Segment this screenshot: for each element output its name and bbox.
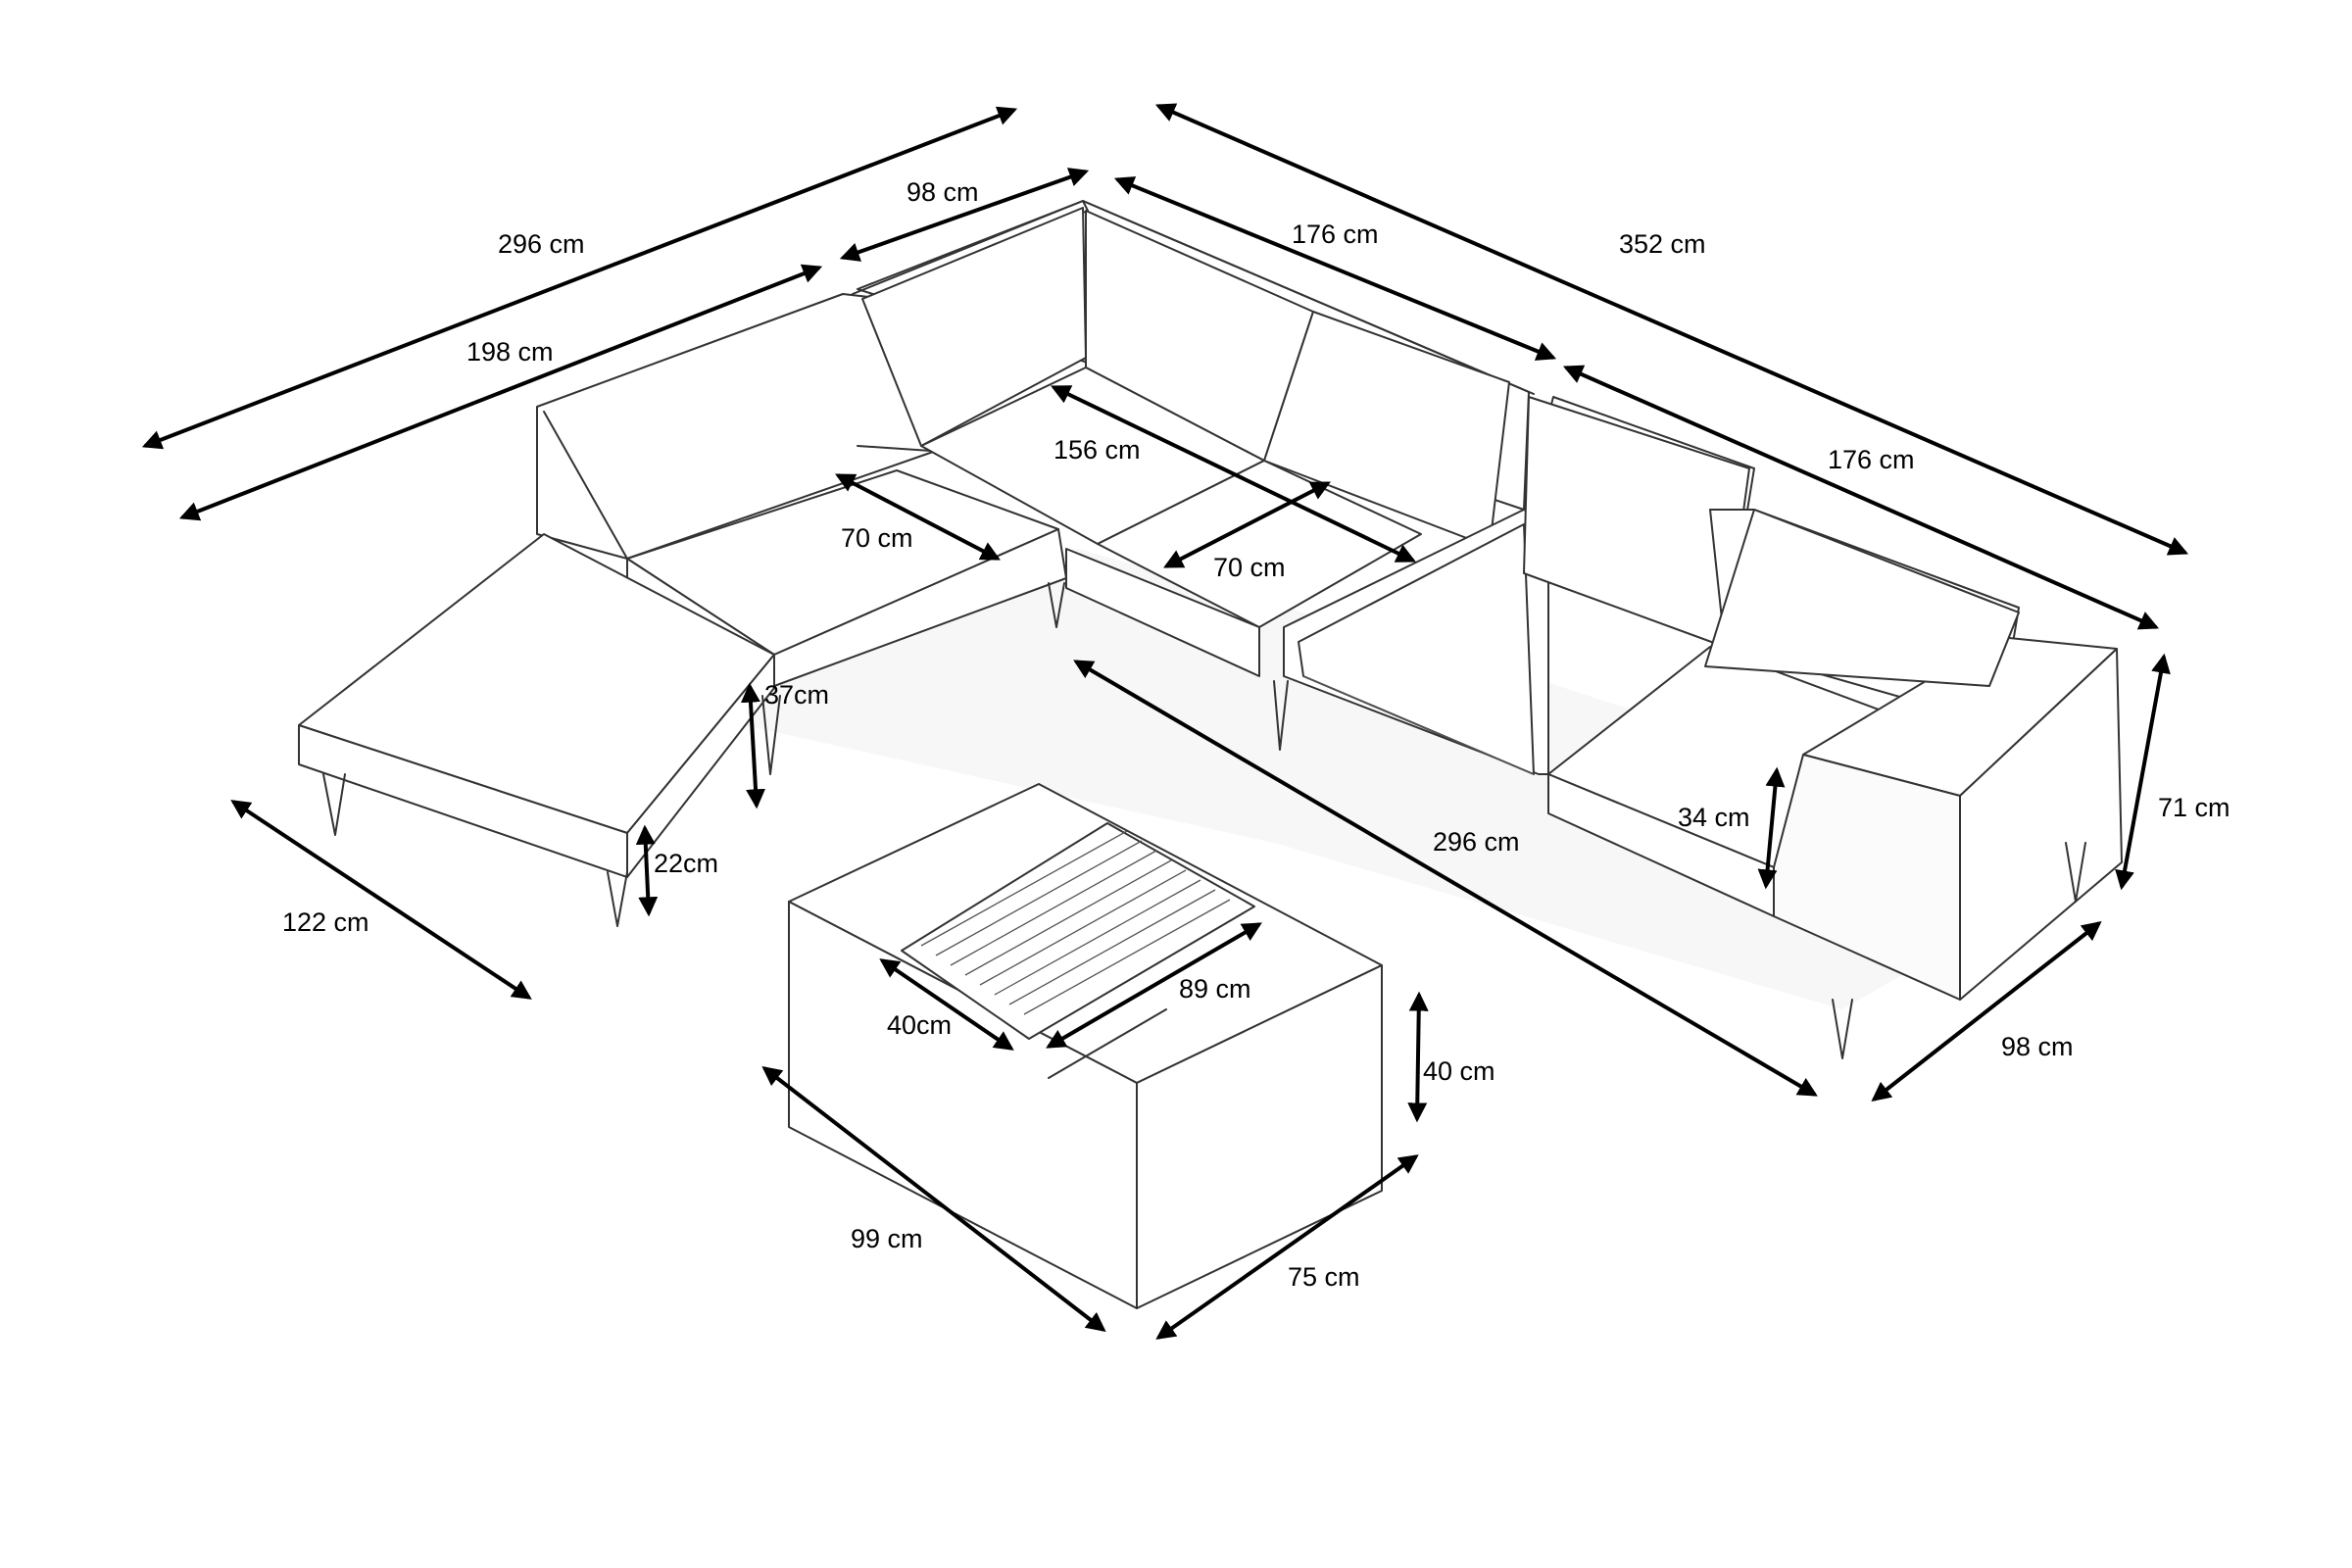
label-leg-height: 22cm xyxy=(654,849,718,878)
label-table-width: 75 cm xyxy=(1288,1262,1360,1292)
label-armrest-height: 34 cm xyxy=(1678,803,1750,832)
label-right-section-length: 176 cm xyxy=(1828,445,1915,474)
label-back-section-length: 176 cm xyxy=(1292,220,1379,249)
label-right-depth: 98 cm xyxy=(2001,1032,2074,1061)
dimension-labels: 296 cm 198 cm 98 cm 176 cm 352 cm 176 cm… xyxy=(282,177,2230,1292)
label-corner-width: 98 cm xyxy=(906,177,979,207)
label-table-height: 40 cm xyxy=(1423,1056,1495,1086)
label-total-right-length: 352 cm xyxy=(1619,229,1706,259)
label-back-height: 71 cm xyxy=(2158,793,2230,822)
label-inner-back-length: 156 cm xyxy=(1054,435,1141,465)
sofa-drawing xyxy=(298,200,2123,1309)
label-chaise-width: 122 cm xyxy=(282,907,369,937)
label-front-length: 296 cm xyxy=(1433,827,1520,857)
label-left-sofa-length: 198 cm xyxy=(466,337,554,367)
label-seat-depth-left: 70 cm xyxy=(841,523,913,553)
dimension-arrows xyxy=(141,103,2189,1340)
label-seat-depth-center: 70 cm xyxy=(1213,553,1286,582)
label-table-top-depth: 40cm xyxy=(887,1010,952,1040)
label-table-top-width: 89 cm xyxy=(1179,974,1251,1004)
label-total-left-length: 296 cm xyxy=(498,229,585,259)
label-table-length: 99 cm xyxy=(851,1224,923,1253)
label-seat-height-left: 37cm xyxy=(764,680,829,710)
